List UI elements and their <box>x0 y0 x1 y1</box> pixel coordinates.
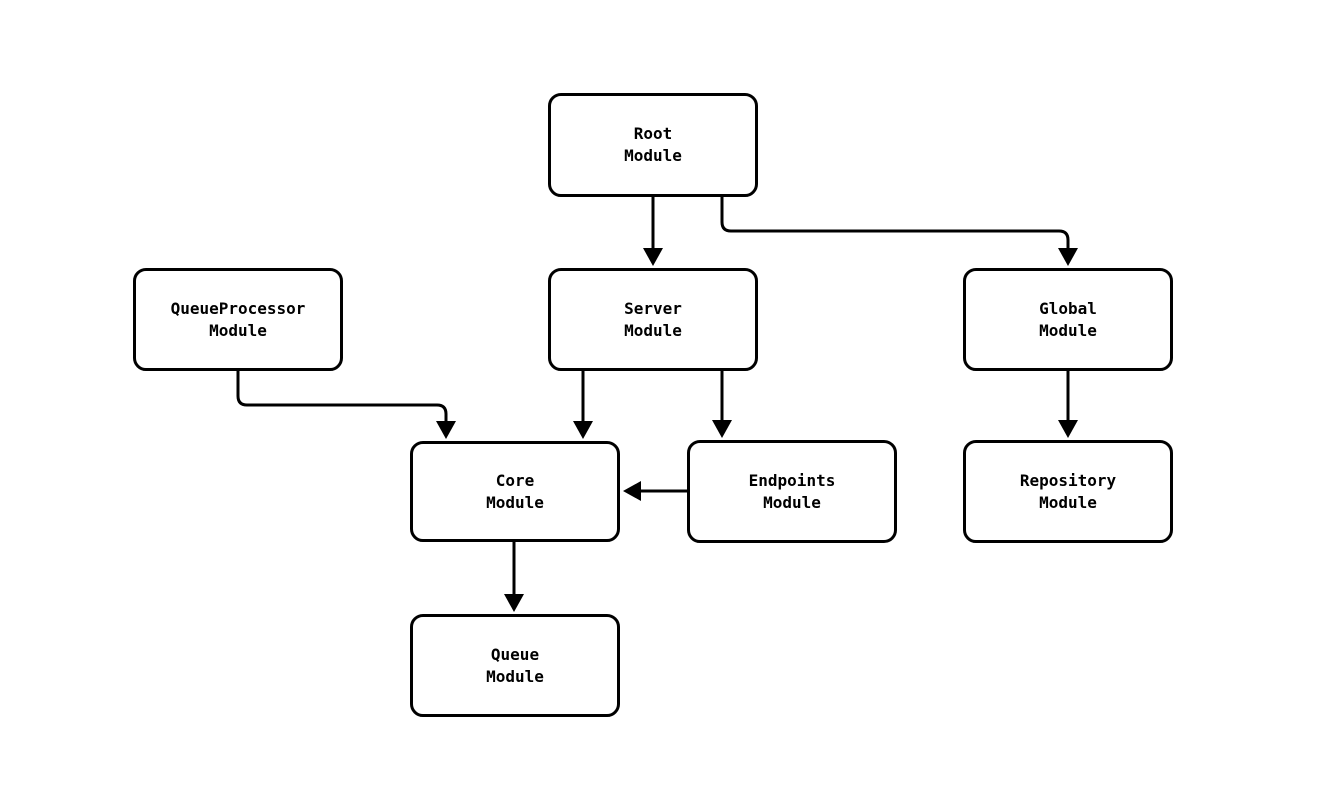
node-endpoints-module[interactable]: Endpoints Module <box>687 440 897 543</box>
node-global-module-label: Global Module <box>1039 298 1097 340</box>
node-queue-module-label: Queue Module <box>486 644 544 686</box>
node-server-module-label: Server Module <box>624 298 682 340</box>
node-repository-module[interactable]: Repository Module <box>963 440 1173 543</box>
node-global-module[interactable]: Global Module <box>963 268 1173 371</box>
node-repository-module-label: Repository Module <box>1019 470 1117 512</box>
edge-global-to-repository <box>1058 371 1078 438</box>
node-queueprocessor-module[interactable]: QueueProcessor Module <box>133 268 343 371</box>
node-queueprocessor-module-label: QueueProcessor Module <box>170 298 306 340</box>
edge-core-to-queue <box>504 542 524 612</box>
edge-server-to-core <box>573 371 593 439</box>
edge-endpoints-to-core <box>623 481 687 501</box>
edge-server-to-endpoints <box>712 371 732 438</box>
edge-queueprocessor-to-core <box>236 371 456 439</box>
node-queue-module[interactable]: Queue Module <box>410 614 620 717</box>
node-root-module-label: Root Module <box>624 124 682 165</box>
node-core-module-label: Core Module <box>486 470 544 512</box>
node-server-module[interactable]: Server Module <box>548 268 758 371</box>
edge-root-to-global <box>720 197 1078 266</box>
node-root-module[interactable]: Root Module <box>548 93 758 197</box>
node-core-module[interactable]: Core Module <box>410 441 620 542</box>
node-endpoints-module-label: Endpoints Module <box>748 470 836 512</box>
edge-root-to-server <box>643 197 663 266</box>
